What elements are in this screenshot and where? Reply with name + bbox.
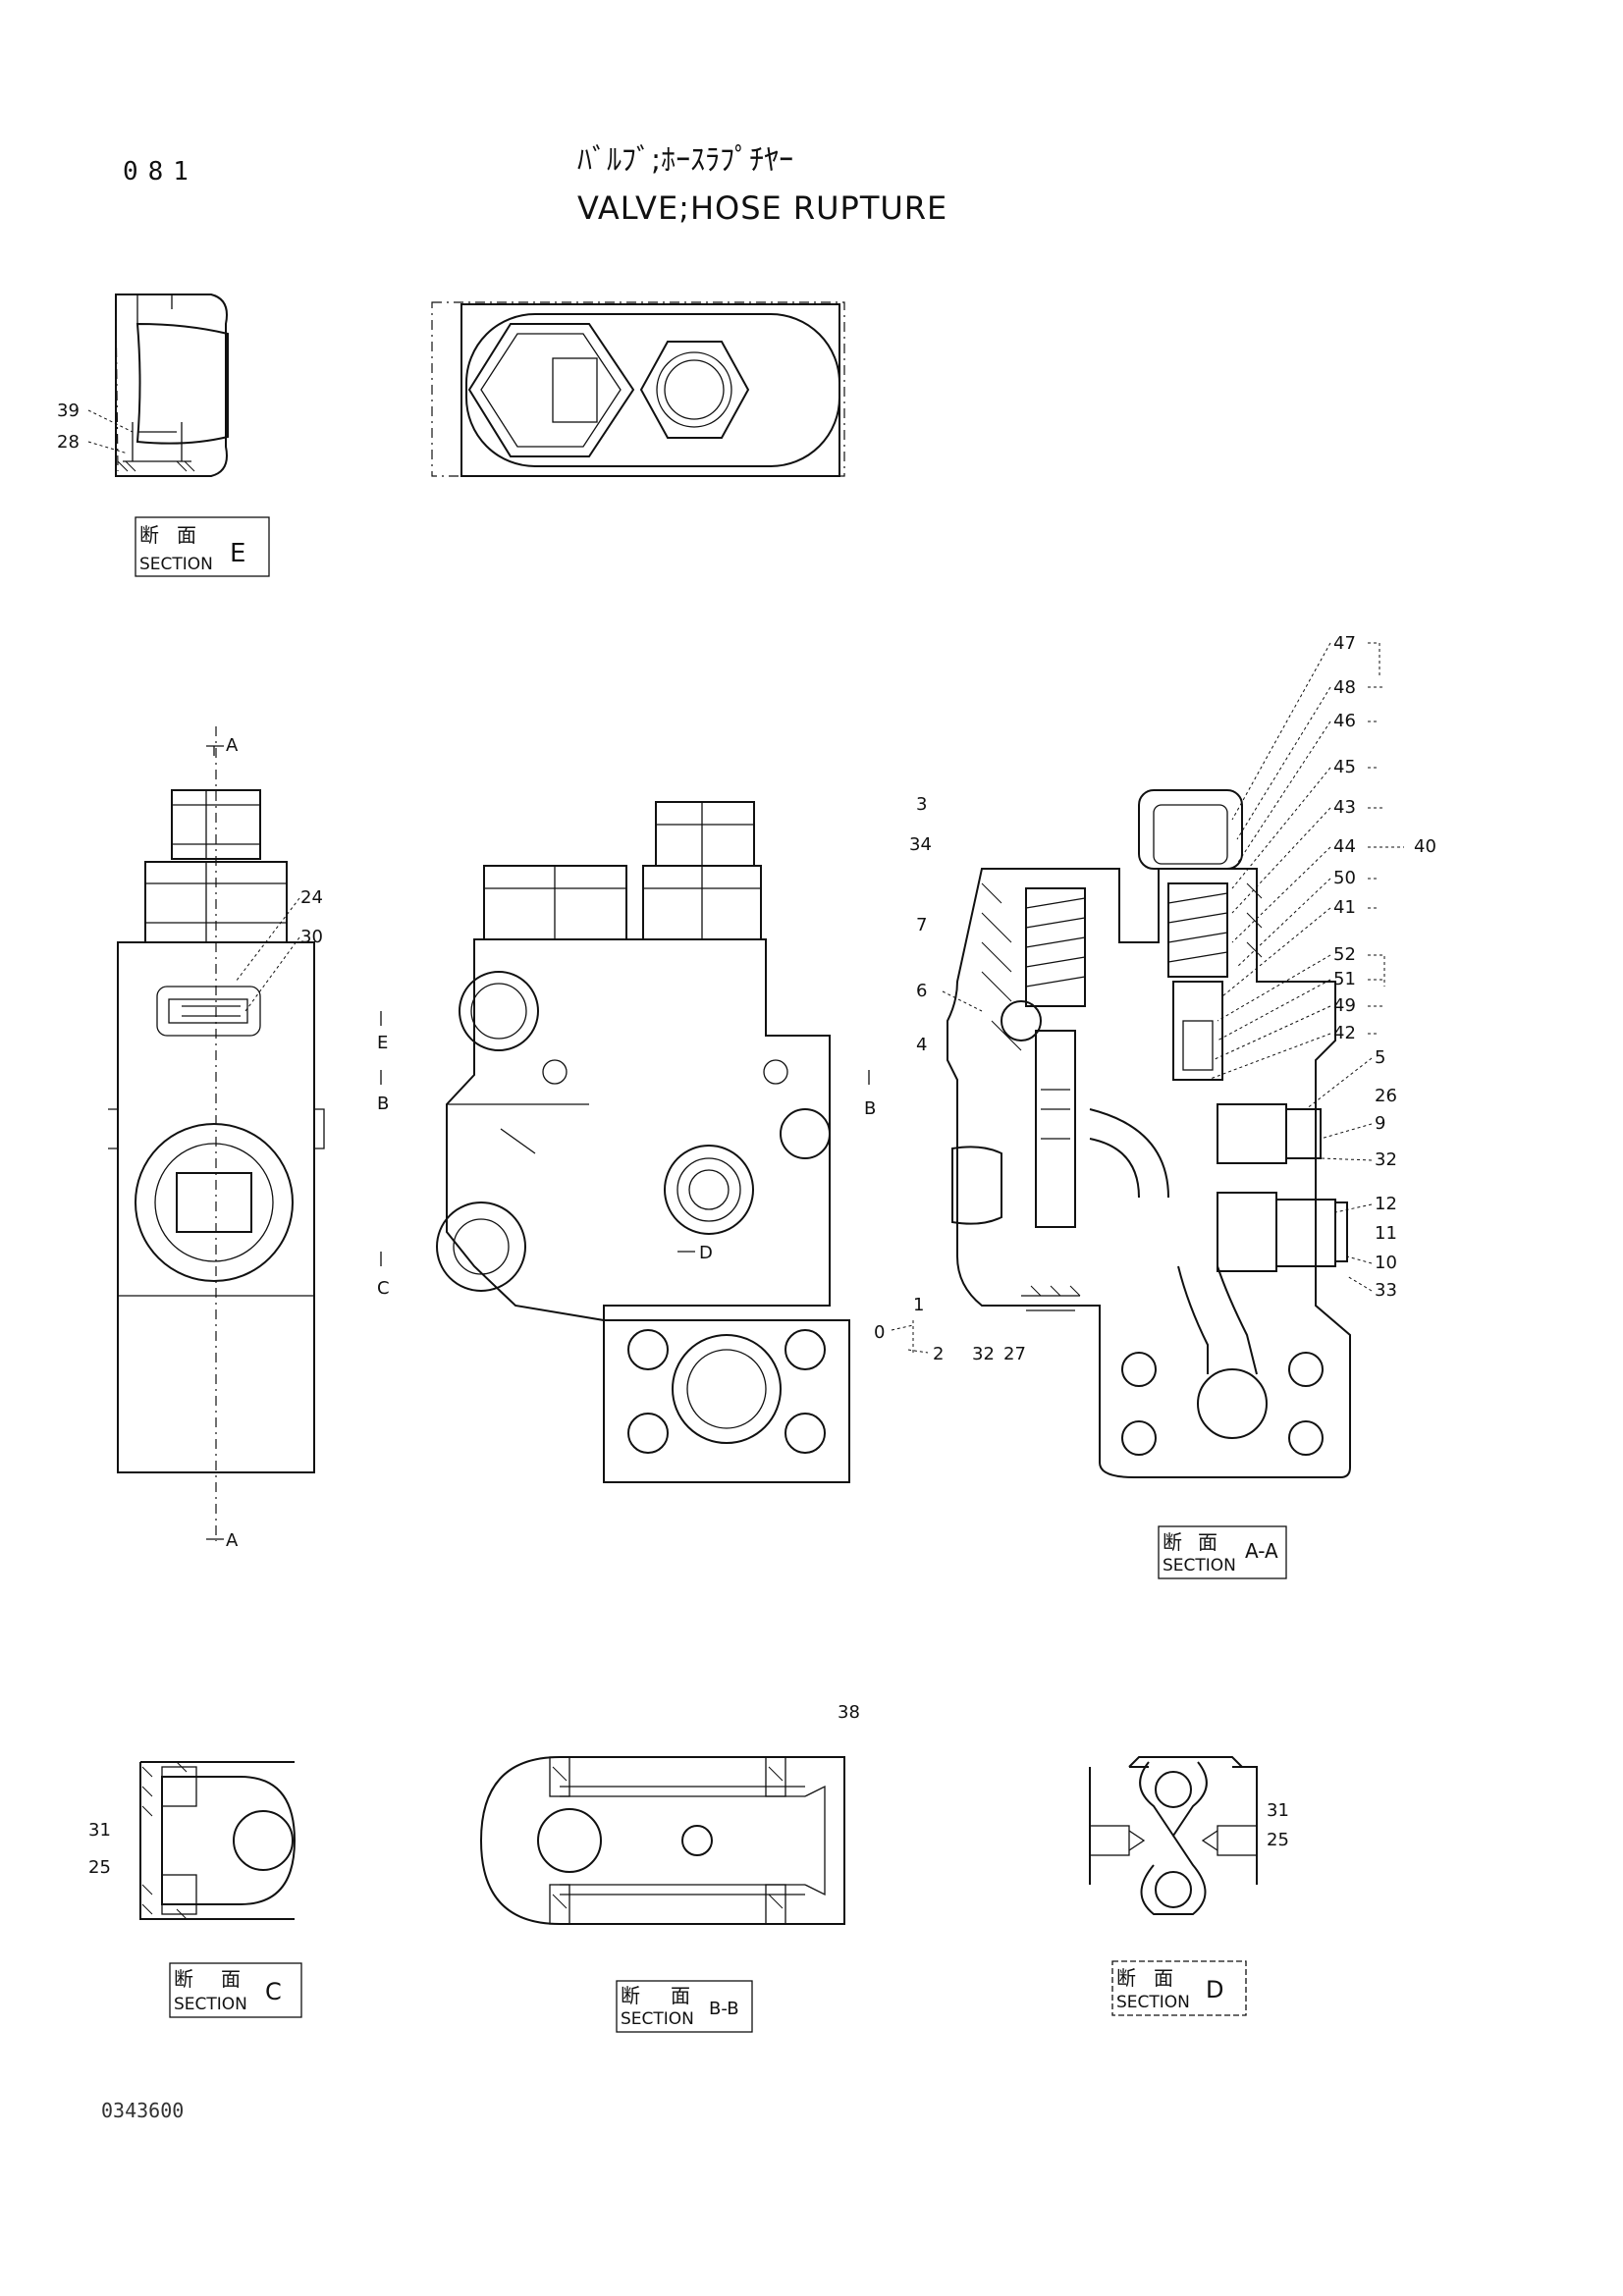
callout-49: 49: [1333, 995, 1356, 1016]
marker-a-top: A: [226, 735, 239, 756]
callout-27: 27: [1003, 1344, 1026, 1364]
front-view: 24 30 A A: [108, 726, 325, 1551]
section-d-word: SECTION: [1116, 1993, 1190, 2012]
section-c-label: 断 面 SECTION C: [169, 1962, 302, 2018]
section-d-letter: D: [1206, 1976, 1223, 2003]
section-e-view: 39 28: [57, 294, 229, 477]
section-c-view: 31 25: [88, 1761, 297, 1920]
section-aa-word: SECTION: [1163, 1556, 1236, 1575]
callout-6: 6: [916, 981, 927, 1001]
section-e-word: SECTION: [139, 555, 213, 574]
section-d-kanji-2: 面: [1154, 1966, 1173, 1990]
callout-7: 7: [916, 915, 927, 935]
callout-25-c: 25: [88, 1857, 111, 1878]
marker-e: E: [377, 1033, 388, 1053]
callout-41: 41: [1333, 897, 1356, 918]
section-c-letter: C: [265, 1978, 282, 2005]
callout-31-d: 31: [1267, 1800, 1289, 1821]
callout-43: 43: [1333, 797, 1356, 818]
title-japanese: ﾊﾞﾙﾌﾞ;ﾎｰｽﾗﾌﾟﾁﾔｰ: [577, 143, 794, 178]
callout-48: 48: [1333, 677, 1356, 698]
callout-1: 1: [913, 1295, 924, 1315]
callout-3: 3: [916, 794, 927, 815]
callout-47: 47: [1333, 633, 1356, 654]
marker-a-bottom: A: [226, 1530, 239, 1551]
section-bb-kanji-1: 断: [621, 1984, 640, 2007]
section-c-word: SECTION: [174, 1995, 247, 2014]
marker-d: D: [699, 1243, 713, 1263]
section-c-kanji-2: 面: [221, 1967, 241, 1991]
section-e-kanji-1: 断: [139, 523, 159, 547]
callout-38: 38: [838, 1702, 860, 1723]
callout-52: 52: [1333, 944, 1356, 965]
callout-25-d: 25: [1267, 1830, 1289, 1850]
section-aa-view: 3 34 7 6 4 47 48 46 45 43 44 40 50 41 52…: [874, 633, 1436, 1478]
section-d-label: 断 面 SECTION D: [1111, 1960, 1247, 2016]
marker-b-left: B: [377, 1094, 389, 1114]
callout-2: 2: [933, 1344, 944, 1364]
callout-39: 39: [57, 400, 80, 421]
marker-c: C: [377, 1278, 390, 1299]
callout-10: 10: [1375, 1253, 1397, 1273]
section-d-kanji-1: 断: [1116, 1966, 1136, 1990]
callout-30: 30: [300, 927, 323, 947]
section-e-kanji-2: 面: [177, 523, 196, 547]
top-view: [431, 301, 845, 477]
callout-26: 26: [1375, 1086, 1397, 1106]
section-aa-kanji-2: 面: [1198, 1530, 1217, 1554]
drawing-number: 0343600: [101, 2099, 185, 2122]
section-c-kanji-1: 断: [174, 1967, 193, 1991]
section-bb-label: 断 面 SECTION B-B: [616, 1980, 753, 2033]
callout-32: 32: [1375, 1149, 1397, 1170]
callout-0: 0: [874, 1322, 885, 1343]
callout-11: 11: [1375, 1223, 1397, 1244]
page-code: 081: [123, 157, 198, 187]
callout-40: 40: [1414, 836, 1436, 857]
callout-46: 46: [1333, 711, 1356, 731]
callout-9: 9: [1375, 1113, 1385, 1134]
marker-b-right: B: [864, 1098, 876, 1119]
section-aa-label: 断 面 SECTION A-A: [1158, 1525, 1287, 1579]
callout-45: 45: [1333, 757, 1356, 777]
callout-44: 44: [1333, 836, 1356, 857]
section-d-view: 31 25: [1089, 1756, 1289, 1915]
side-view: D E B C B: [377, 801, 876, 1483]
callout-32-bottom: 32: [972, 1344, 995, 1364]
callout-33: 33: [1375, 1280, 1397, 1301]
section-e-letter: E: [230, 539, 245, 568]
callout-51: 51: [1333, 969, 1356, 989]
section-bb-view: 38: [479, 1702, 860, 1925]
title-english: VALVE;HOSE RUPTURE: [577, 189, 948, 227]
section-aa-kanji-1: 断: [1163, 1530, 1182, 1554]
callout-34: 34: [909, 834, 932, 855]
callout-5: 5: [1375, 1047, 1385, 1068]
section-bb-letter: B-B: [709, 1999, 739, 2019]
callout-28: 28: [57, 432, 80, 453]
callout-24: 24: [300, 887, 323, 908]
section-e-label: 断 面 SECTION E: [135, 516, 270, 577]
callout-4: 4: [916, 1035, 927, 1055]
section-bb-kanji-2: 面: [671, 1984, 690, 2007]
section-bb-word: SECTION: [621, 2009, 694, 2029]
callout-31-c: 31: [88, 1820, 111, 1841]
callout-50: 50: [1333, 868, 1356, 888]
callout-42: 42: [1333, 1023, 1356, 1043]
section-aa-letter: A-A: [1245, 1539, 1278, 1563]
callout-12: 12: [1375, 1194, 1397, 1214]
